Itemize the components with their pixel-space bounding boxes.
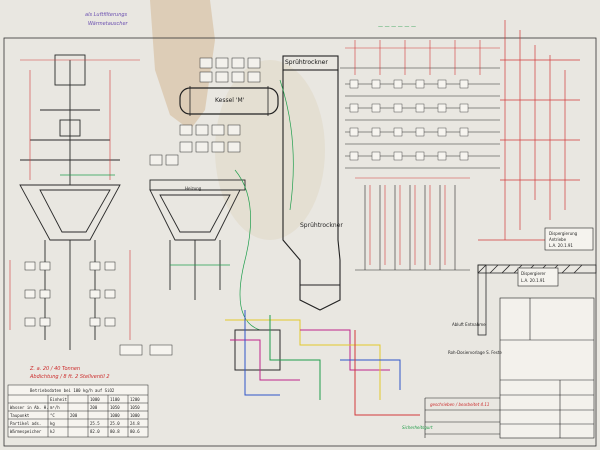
legend-table-cell: 24.8 <box>130 421 140 426</box>
bottom-red-note: geschrieben / bearbeitet 4.11 <box>430 402 490 407</box>
filter-bank-cells <box>349 79 469 161</box>
sheet-border <box>3 37 597 447</box>
legend-table-cell: kJ <box>50 429 55 434</box>
vertical-unit-bank-red <box>355 177 470 265</box>
legend-table-cell: 200 <box>70 413 78 418</box>
legend-table-cell: 25.0 <box>110 421 120 426</box>
legend-table-cell: m³/h <box>50 405 60 410</box>
legend-header-cell: 1200 <box>130 397 140 402</box>
vessel-top <box>179 86 279 116</box>
right-box-1-line2: Antriebe <box>549 237 567 242</box>
right-box-1-line1: Dispergierung <box>549 231 578 236</box>
legend-table-cell: 1050 <box>130 405 140 410</box>
legend-header-cell: Einheit <box>50 397 67 402</box>
bottom-note-1: Roh-Dosiervorlage S. Feste <box>448 350 502 355</box>
right-box-1 <box>544 227 594 251</box>
right-box-2 <box>517 267 559 287</box>
legend-table-title: Betriebsdaten bei 100 kg/h auf SiO2 <box>30 388 115 393</box>
legend-table-cell: 1000 <box>130 413 140 418</box>
legend-table-cell: 200 <box>90 405 98 410</box>
spray-dryer <box>282 55 341 311</box>
legend-table-frame <box>7 384 149 438</box>
handnote-topleft-1: als Luftfilterungs <box>85 12 128 18</box>
legend-header-cell: 1100 <box>110 397 120 402</box>
handnote-left-2: Abdichtung / 8 ft. 2 Stellventil 2 <box>30 374 110 380</box>
legend-table-cell: Partikel ads. <box>10 421 42 426</box>
green-top-note: — — — — — — <box>378 24 416 30</box>
legend-table-cell: 1050 <box>110 405 120 410</box>
legend-table-cell: Wasser in Ab. H. <box>10 405 49 410</box>
left-red-markup <box>9 59 140 340</box>
right-box-2-line2: L.A. 20.1.91 <box>521 278 545 283</box>
legend-table-cell: kg <box>50 421 55 426</box>
component-grid-upper <box>149 57 261 166</box>
right-box-2-line1: Dispergierer <box>521 271 546 276</box>
right-box-1-line3: L.A. 20.1.91 <box>549 243 573 248</box>
bottom-note-2: Abluft Entnahme <box>452 322 486 327</box>
legend-table-cell: 25.5 <box>90 421 100 426</box>
piping-cluster <box>225 310 420 416</box>
paper-stain-2 <box>215 60 325 240</box>
paper-stain <box>150 0 215 130</box>
spray-dryer-label: Sprühtrockner <box>285 59 328 66</box>
legend-table-cell: Taupunkt <box>10 413 30 418</box>
spray-dryer-lower-label: Sprühtrockner <box>300 222 343 229</box>
left-bottom-boxes <box>24 261 173 356</box>
handnote-left-1: Z. a. 20 / 40 Tonnen <box>30 366 81 372</box>
legend-header-cell: 1000 <box>90 397 100 402</box>
legend-table-cell: 1000 <box>110 413 120 418</box>
legend-table-cell: 82.0 <box>90 429 100 434</box>
legend-table-cell: 80.6 <box>130 429 140 434</box>
legend-table-cell: 80.8 <box>110 429 120 434</box>
middle-cone-vessel <box>149 179 246 300</box>
vertical-unit-bank <box>355 185 470 271</box>
vessel-top-label: Kessel 'M' <box>215 97 245 104</box>
legend-table-cell: °C <box>50 413 55 418</box>
title-block <box>424 297 595 439</box>
legend-table-cell: Wärmespeicher <box>10 429 42 434</box>
bottom-green-note: Sicherheitsgurt <box>402 425 433 430</box>
top-red-markup <box>345 40 500 75</box>
heating-label: Heizung <box>185 186 202 191</box>
right-red-network <box>478 20 580 241</box>
handnote-topleft-2: Wärmetauscher <box>88 21 128 27</box>
